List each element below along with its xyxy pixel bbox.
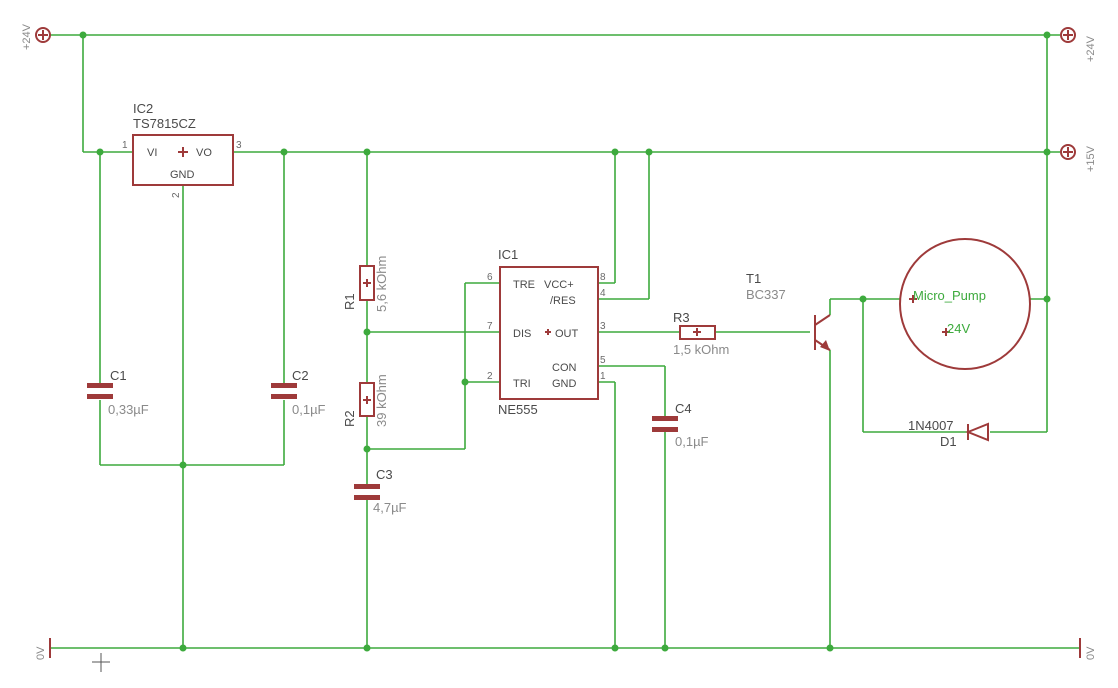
r3-value: 1,5 kOhm [673, 342, 729, 357]
ic1-name: IC1 [498, 247, 518, 262]
ic1-num-1: 1 [600, 371, 606, 382]
t1-name: T1 [746, 271, 761, 286]
ic2-regulator[interactable]: IC2 TS7815CZ VI VO GND 1 3 2 [122, 101, 242, 198]
t1-value: BC337 [746, 287, 786, 302]
d1-value: 1N4007 [908, 418, 954, 433]
c2-value: 0,1µF [292, 402, 326, 417]
ic1-pin-out: OUT [555, 328, 579, 340]
ic2-pin-vi: VI [147, 147, 157, 159]
d1-name: D1 [940, 434, 957, 449]
supply-24v-left: +24V [21, 23, 51, 50]
ic2-pin3: 3 [236, 140, 242, 151]
ic1-pin-tri: TRI [513, 378, 531, 390]
c3-name: C3 [376, 467, 393, 482]
r1-name: R1 [342, 293, 357, 310]
r1-value: 5,6 kOhm [374, 256, 389, 312]
diode-d1[interactable]: 1N4007 D1 [908, 418, 989, 449]
ic1-ne555[interactable]: IC1 NE555 TRE VCC+ /RES DIS OUT CON TRI … [487, 247, 606, 417]
capacitor-c3[interactable]: C3 4,7µF [354, 467, 407, 515]
pump-name: Micro_Pump [913, 288, 986, 303]
c2-name: C2 [292, 368, 309, 383]
supply-24v-left-label: +24V [21, 23, 33, 50]
resistor-r1[interactable]: R1 5,6 kOhm [342, 256, 389, 312]
transistor-t1[interactable]: T1 BC337 [746, 271, 831, 351]
capacitor-c4[interactable]: C4 0,1µF [652, 401, 709, 449]
junctions [79, 31, 1051, 652]
ic1-pin-res: /RES [550, 295, 576, 307]
capacitor-c1[interactable]: C1 0,33µF [87, 368, 149, 417]
resistor-r3[interactable]: R3 1,5 kOhm [673, 310, 729, 357]
ic1-value: NE555 [498, 402, 538, 417]
ic2-pin2: 2 [171, 192, 182, 198]
ground-right-label: 0V [1085, 646, 1097, 660]
r3-name: R3 [673, 310, 690, 325]
ic2-name: IC2 [133, 101, 153, 116]
ic2-pin-gnd: GND [170, 169, 195, 181]
ic1-num-4: 4 [600, 288, 606, 299]
ic1-pin-con: CON [552, 362, 577, 374]
ic2-value: TS7815CZ [133, 116, 196, 131]
ground-left: 0V [35, 638, 51, 660]
ground-right: 0V [1079, 638, 1097, 660]
supply-24v-right: +24V [1060, 27, 1097, 62]
c4-value: 0,1µF [675, 434, 709, 449]
ic1-num-5: 5 [600, 355, 606, 366]
ic2-pin-vo: VO [196, 147, 212, 159]
ic1-num-7: 7 [487, 321, 493, 332]
r2-name: R2 [342, 410, 357, 427]
resistor-r2[interactable]: R2 39 kOhm [342, 374, 389, 427]
supply-24v-right-label: +24V [1085, 35, 1097, 62]
c1-value: 0,33µF [108, 402, 149, 417]
cursor-crosshair [92, 653, 110, 672]
ic1-num-8: 8 [600, 272, 606, 283]
ic2-pin1: 1 [122, 140, 128, 151]
pump-value: 24V [947, 321, 970, 336]
ic1-num-2: 2 [487, 371, 493, 382]
ic1-pin-vcc: VCC+ [544, 279, 574, 291]
supply-15v-right: +15V [1060, 144, 1097, 172]
capacitor-c2[interactable]: C2 0,1µF [271, 368, 326, 417]
supply-15v-right-label: +15V [1085, 145, 1097, 172]
ic1-pin-tre: TRE [513, 279, 535, 291]
ic1-num-3: 3 [600, 321, 606, 332]
ic1-pin-dis: DIS [513, 328, 531, 340]
ground-left-label: 0V [35, 646, 47, 660]
r2-value: 39 kOhm [374, 374, 389, 427]
ic1-pin-gnd: GND [552, 378, 577, 390]
c1-name: C1 [110, 368, 127, 383]
ic1-num-6: 6 [487, 272, 493, 283]
c3-value: 4,7µF [373, 500, 407, 515]
c4-name: C4 [675, 401, 692, 416]
micro-pump[interactable]: Micro_Pump 24V [899, 238, 1031, 370]
